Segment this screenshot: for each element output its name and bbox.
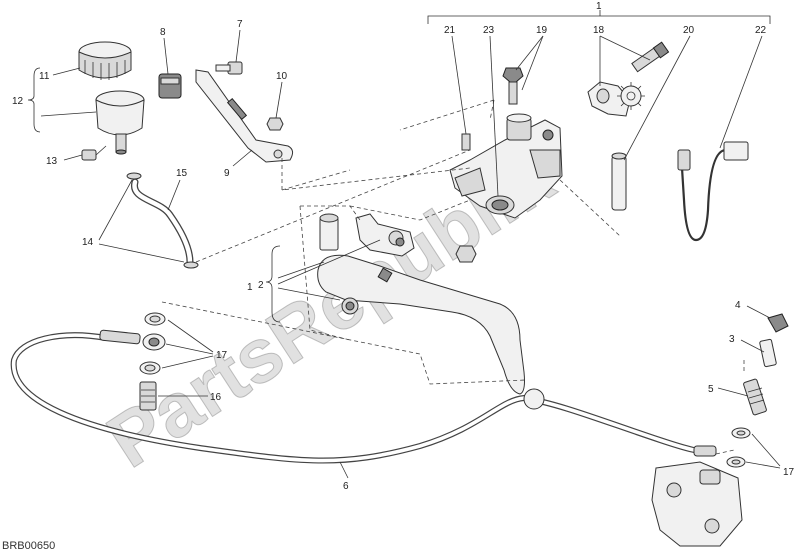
gear-icon [617, 82, 645, 110]
callout-labels: 1 21 23 19 18 20 22 7 8 10 11 12 13 9 15… [12, 1, 795, 492]
reservoir-cap [78, 41, 132, 80]
clutch-master-cylinder [449, 113, 563, 219]
clutch-slave-cylinder [651, 461, 743, 547]
alignment-guides [161, 99, 745, 455]
callout-4: 4 [735, 300, 741, 311]
bleed-cap-4 [767, 313, 789, 333]
callout-15: 15 [176, 168, 188, 179]
callout-9: 9 [224, 168, 230, 179]
callout-1-top: 1 [596, 1, 602, 12]
group-1-bracket [427, 10, 771, 24]
callout-22: 22 [755, 25, 767, 36]
washer-right [726, 427, 751, 468]
reservoir-hose [126, 172, 199, 269]
reservoir-bracket [195, 69, 294, 163]
callout-12: 12 [12, 96, 24, 107]
callout-14: 14 [82, 237, 94, 248]
bolt-7 [215, 61, 243, 75]
callout-3: 3 [729, 334, 735, 345]
diagram-code: BRB00650 [2, 540, 55, 552]
callout-2: 2 [258, 280, 264, 291]
grommet [158, 73, 182, 99]
callout-13: 13 [46, 156, 58, 167]
callout-10: 10 [276, 71, 288, 82]
callout-6: 6 [343, 481, 349, 492]
clutch-lever [317, 254, 525, 395]
clutch-switch-cable [677, 141, 749, 242]
callout-20: 20 [683, 25, 695, 36]
bleed-screw-19 [502, 67, 524, 105]
clutch-hydraulic-line [10, 329, 717, 464]
reservoir [95, 90, 145, 155]
banjo-bolt-16 [139, 381, 157, 411]
nut-lower [455, 245, 477, 263]
callout-17-right: 17 [783, 467, 795, 478]
banjo-bolt-5 [743, 378, 767, 416]
callout-5: 5 [708, 384, 714, 395]
pivot-bushing [319, 213, 339, 251]
callout-21: 21 [444, 25, 456, 36]
hose-clip-13 [81, 145, 107, 161]
callout-17-left: 17 [216, 350, 228, 361]
leader-lines [40, 29, 781, 479]
callout-1-left: 1 [247, 282, 253, 293]
callout-11: 11 [39, 71, 50, 82]
banjo-fitting-left [139, 312, 166, 375]
callout-16: 16 [210, 392, 222, 403]
callout-18: 18 [593, 25, 605, 36]
callout-8: 8 [160, 27, 166, 38]
callout-23: 23 [483, 25, 495, 36]
switch-pin-20 [611, 152, 627, 211]
callout-7: 7 [237, 19, 243, 30]
clamp-bolt-18 [631, 41, 670, 73]
bleed-valve-3 [759, 338, 777, 368]
nut-10 [266, 117, 284, 131]
handlebar-clamp [587, 81, 631, 117]
callout-19: 19 [536, 25, 548, 36]
adjuster [355, 213, 415, 257]
